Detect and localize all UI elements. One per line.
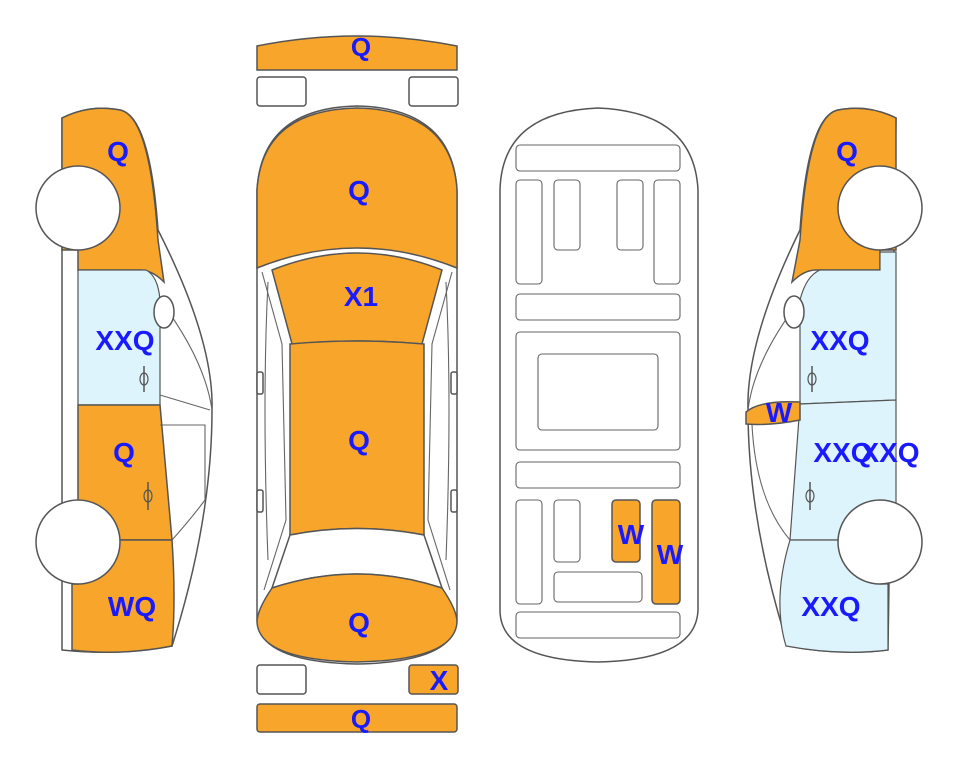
label-right-front-fender: Q [836,136,858,167]
right-mirror-glass [783,295,805,329]
right-mirror[interactable] [745,400,801,426]
underbody-view [499,107,699,663]
right-side-view [745,107,923,653]
label-left-rear-quarter: WQ [108,591,156,622]
right-front-door-handle [807,366,817,392]
label-left-front-fender: Q [107,136,129,167]
label-right-rear-door-a: XXQ [813,437,872,468]
left-front-wheel [35,165,121,251]
label-right-front-door: XXQ [810,325,869,356]
rear-bumper[interactable] [256,703,458,733]
right-rear-wheel [837,499,923,585]
left-front-door[interactable] [77,269,161,406]
right-front-wheel [837,165,923,251]
left-rear-door-handle [143,482,153,510]
label-left-rear-door: Q [113,437,135,468]
front-bumper[interactable] [256,35,458,71]
underbody-rear-b[interactable] [651,499,681,605]
trunk[interactable] [256,573,458,663]
right-mirror [450,371,458,395]
label-right-rear-quarter: XXQ [801,591,860,622]
left-mirror [256,371,264,395]
label-rear-bumper: Q [351,704,371,734]
label-trunk: Q [348,607,370,638]
label-right-mirror: W [766,397,793,428]
label-windshield: X1 [344,281,378,312]
right-taillight[interactable] [408,664,459,695]
right-rear-door-handle [805,482,815,510]
right-headlight [408,76,459,107]
underbody-rear-a[interactable] [611,499,641,563]
label-left-front-door: XXQ [95,325,154,356]
label-right-rear-door-b: XXQ [860,437,919,468]
left-taillight [256,664,307,695]
left-side-glass [261,271,287,591]
left-headlight [256,76,307,107]
left-mirror [153,295,175,329]
top-view [256,35,459,733]
label-underbody-rear-a: W [618,519,645,550]
left-side-view [35,107,213,653]
label-roof: Q [348,425,370,456]
label-rear-bumper-right: X [430,665,449,696]
right-side-glass [427,271,453,591]
damage-labels: Q Q X1 Q Q X Q Q XXQ Q WQ Q XXQ W XXQ XX… [95,32,919,734]
left-front-door-handle [139,366,149,392]
left-rear-wheel [35,499,121,585]
underbody-outline [499,107,699,663]
label-hood: Q [348,175,370,206]
label-underbody-rear-b: W [657,539,684,570]
label-front-bumper: Q [351,32,371,62]
hood[interactable] [256,107,458,270]
